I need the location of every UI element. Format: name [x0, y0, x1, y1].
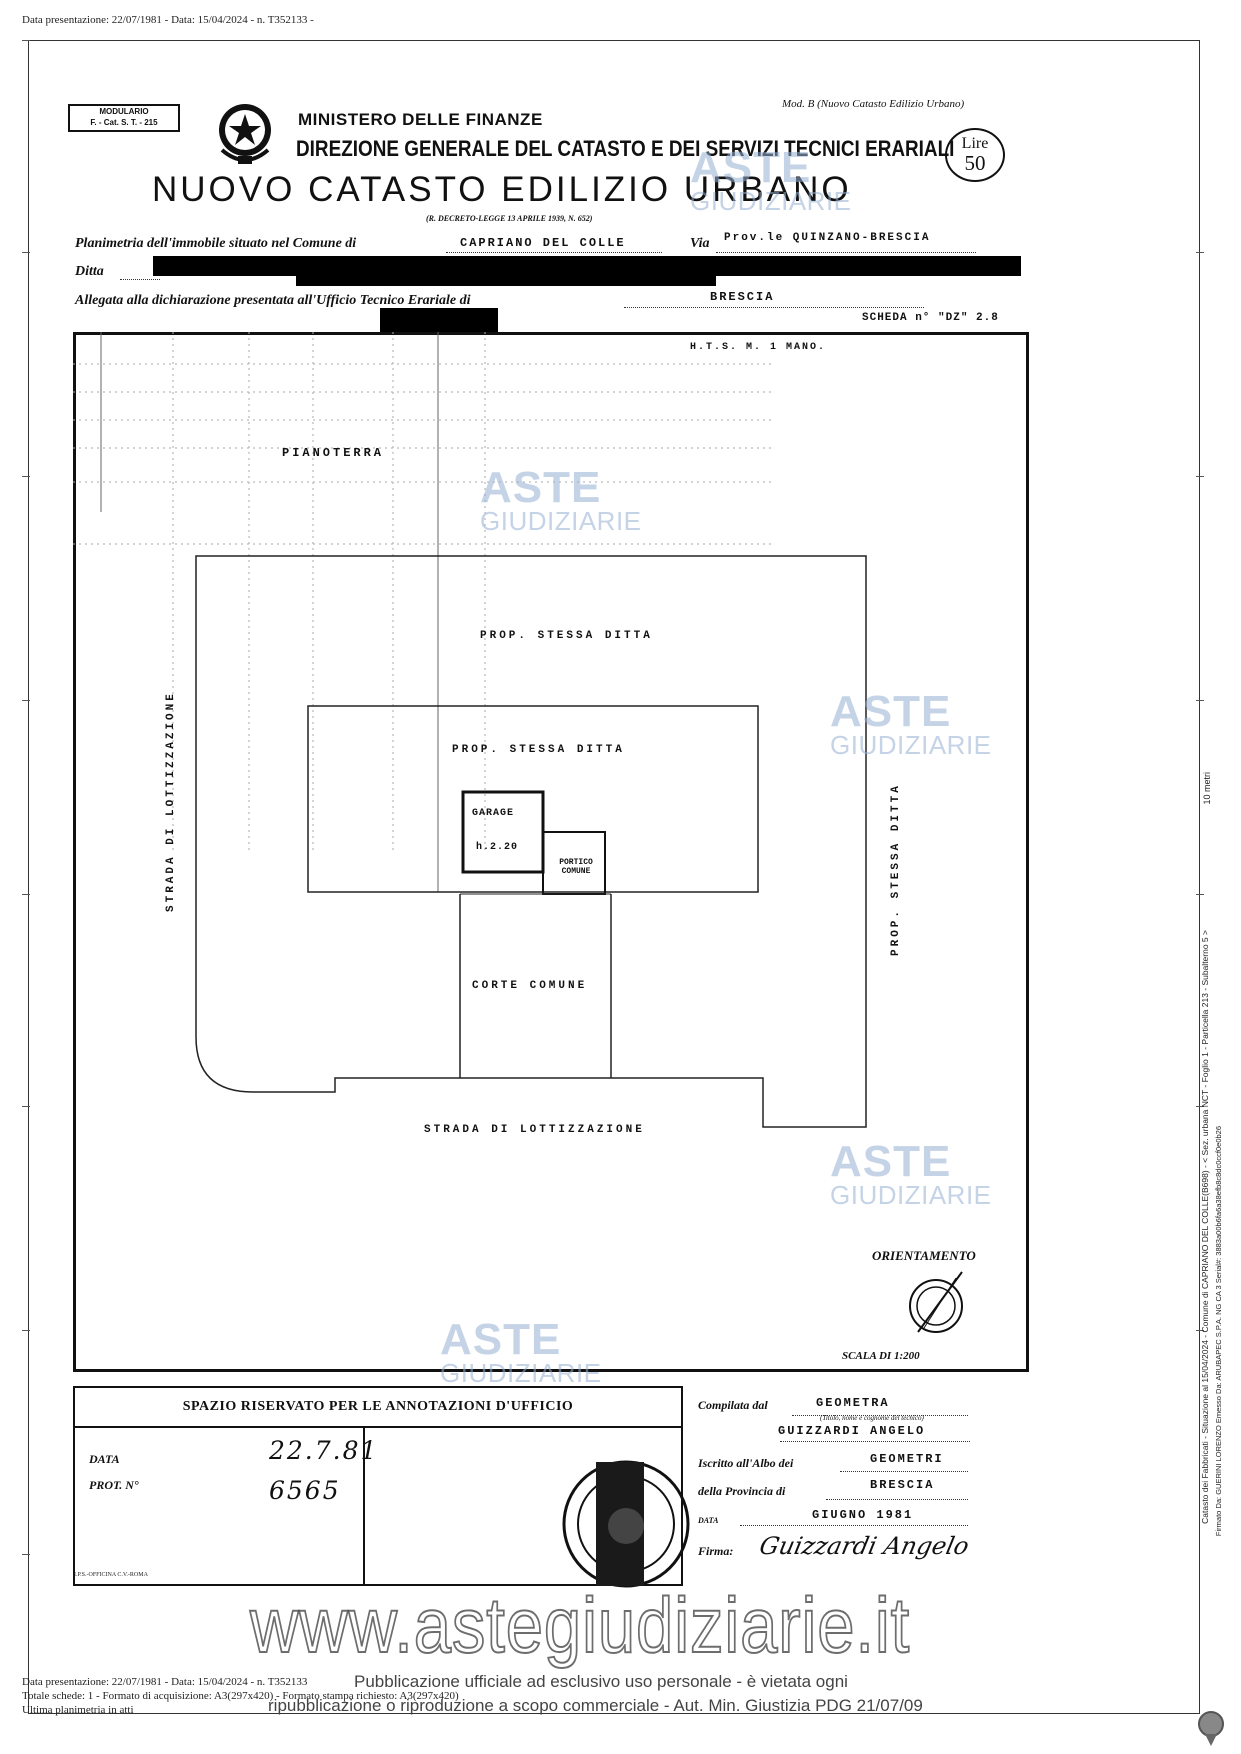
scale-note: 10 metri: [1202, 772, 1212, 805]
albo-line: [840, 1470, 968, 1472]
comp-data-label: DATA: [698, 1516, 719, 1525]
modulario-box: MODULARIO F. - Cat. S. T. - 215: [68, 104, 180, 132]
ann-data-value: 22.7.81: [269, 1436, 379, 1465]
annotazioni-divider: [363, 1426, 365, 1584]
provincia-line: [826, 1498, 968, 1500]
firma-label: Firma:: [698, 1544, 734, 1558]
albo-value: GEOMETRI: [870, 1452, 944, 1466]
iscritto-label: Iscritto all'Albo dei: [698, 1456, 794, 1470]
ministero-title: MINISTERO DELLE FINANZE: [298, 110, 543, 129]
publication-line1: Pubblicazione ufficiale ad esclusivo uso…: [354, 1672, 848, 1691]
comp-data-value: GIUGNO 1981: [812, 1508, 914, 1522]
strada-left-label: STRADA DI LOTTIZZAZIONE: [165, 691, 177, 912]
prop-top-label: PROP. STESSA DITTA: [480, 630, 653, 642]
scheda-number: SCHEDA n° "DZ" 2.8: [862, 312, 999, 324]
lire-value: 50: [964, 151, 986, 175]
firmato-side-text: Firmato Da: GUERINI LORENZO Emesso Da: A…: [1214, 1126, 1223, 1537]
strada-bottom-label: STRADA DI LOTTIZZAZIONE: [424, 1124, 645, 1136]
document-title: NUOVO CATASTO EDILIZIO URBANO: [152, 170, 852, 209]
seal-badge-icon: [1198, 1711, 1224, 1746]
decreto-line: (R. DECRETO-LEGGE 13 APRILE 1939, N. 652…: [426, 214, 593, 223]
floor-plan-area: [73, 332, 1029, 1372]
name-line: [780, 1440, 970, 1442]
compilata-value: GEOMETRA: [816, 1396, 890, 1410]
signature: Guizzardi Angelo: [757, 1532, 972, 1560]
redaction-bar: [153, 256, 1021, 276]
direzione-title: DIREZIONE GENERALE DEL CATASTO E DEI SER…: [296, 136, 955, 161]
ann-prot-value: 6565: [269, 1476, 341, 1505]
ann-footer: I.P.S.-OFFICINA C.V.-ROMA: [74, 1572, 148, 1578]
lire-stamp: Lire 50: [945, 128, 1005, 182]
ditta-label: Ditta: [75, 264, 104, 279]
publication-line2: ripubblicazione o riproduzione a scopo c…: [268, 1696, 923, 1715]
garage-label: GARAGE: [472, 808, 515, 819]
titolo-note: (Titolo, nome e cognome del tecnico): [820, 1414, 924, 1422]
redaction-bar: [380, 308, 498, 332]
floor-plan-drawing: [73, 332, 867, 1128]
comune-line: [446, 251, 662, 253]
planimetria-label: Planimetria dell'immobile situato nel Co…: [75, 236, 357, 251]
technician-name: GUIZZARDI ANGELO: [778, 1424, 926, 1438]
piano-label: PIANOTERRA: [282, 446, 385, 460]
orientamento-label: ORIENTAMENTO: [872, 1248, 976, 1263]
modulario-line1: MODULARIO: [99, 107, 149, 116]
via-line: [716, 251, 976, 253]
footer-line1: Data presentazione: 22/07/1981 - Data: 1…: [22, 1676, 308, 1688]
footer-line3: Ultima planimetria in atti: [22, 1704, 134, 1716]
ann-prot-label: PROT. N°: [89, 1478, 139, 1492]
portico-label: PORTICO COMUNE: [559, 858, 593, 876]
professional-seal-stamp: [562, 1460, 690, 1588]
top-stamp: Data presentazione: 22/07/1981 - Data: 1…: [22, 14, 314, 26]
mod-b-label: Mod. B (Nuovo Catasto Edilizio Urbano): [782, 98, 965, 110]
provincia-value: BRESCIA: [870, 1478, 935, 1492]
annotazioni-title: SPAZIO RISERVATO PER LE ANNOTAZIONI D'UF…: [75, 1388, 681, 1428]
via-label: Via: [690, 236, 710, 251]
page-frame: [28, 40, 1200, 1714]
ufficio-value: BRESCIA: [710, 290, 775, 304]
garage-height-label: h.2.20: [476, 842, 519, 853]
prop-inner-label: PROP. STESSA DITTA: [452, 744, 625, 756]
allegata-label: Allegata alla dichiarazione presentata a…: [75, 293, 471, 308]
corte-label: CORTE COMUNE: [472, 980, 588, 992]
catasto-side-text: Catasto dei Fabbricati - Situazione al 1…: [1200, 930, 1210, 1524]
provincia-label: della Provincia di: [698, 1484, 786, 1498]
site-watermark: www.astegiudiziarie.it: [249, 1580, 911, 1670]
comune-value: CAPRIANO DEL COLLE: [460, 236, 626, 250]
redaction-bar: [296, 276, 716, 286]
footer-line2: Totale schede: 1 - Formato di acquisizio…: [22, 1690, 459, 1702]
annotazioni-box: SPAZIO RISERVATO PER LE ANNOTAZIONI D'UF…: [73, 1386, 683, 1586]
prop-right-label: PROP. STESSA DITTA: [890, 783, 902, 956]
via-value: Prov.le QUINZANO-BRESCIA: [724, 232, 931, 244]
scala-label: SCALA DI 1:200: [842, 1350, 920, 1362]
ufficio-line: [624, 306, 924, 308]
modulario-line2: F. - Cat. S. T. - 215: [90, 118, 158, 127]
plan-h-label: H.T.S. M. 1 MANO.: [690, 342, 827, 353]
compilata-line: [792, 1414, 968, 1416]
comp-data-line: [740, 1524, 968, 1526]
lire-label: Lire: [961, 135, 989, 152]
italian-emblem-icon: [219, 104, 271, 164]
ann-data-label: DATA: [89, 1452, 120, 1466]
compilata-label: Compilata dal: [698, 1398, 768, 1412]
north-arrow-icon: [909, 1271, 963, 1333]
ditta-line: [120, 278, 160, 280]
